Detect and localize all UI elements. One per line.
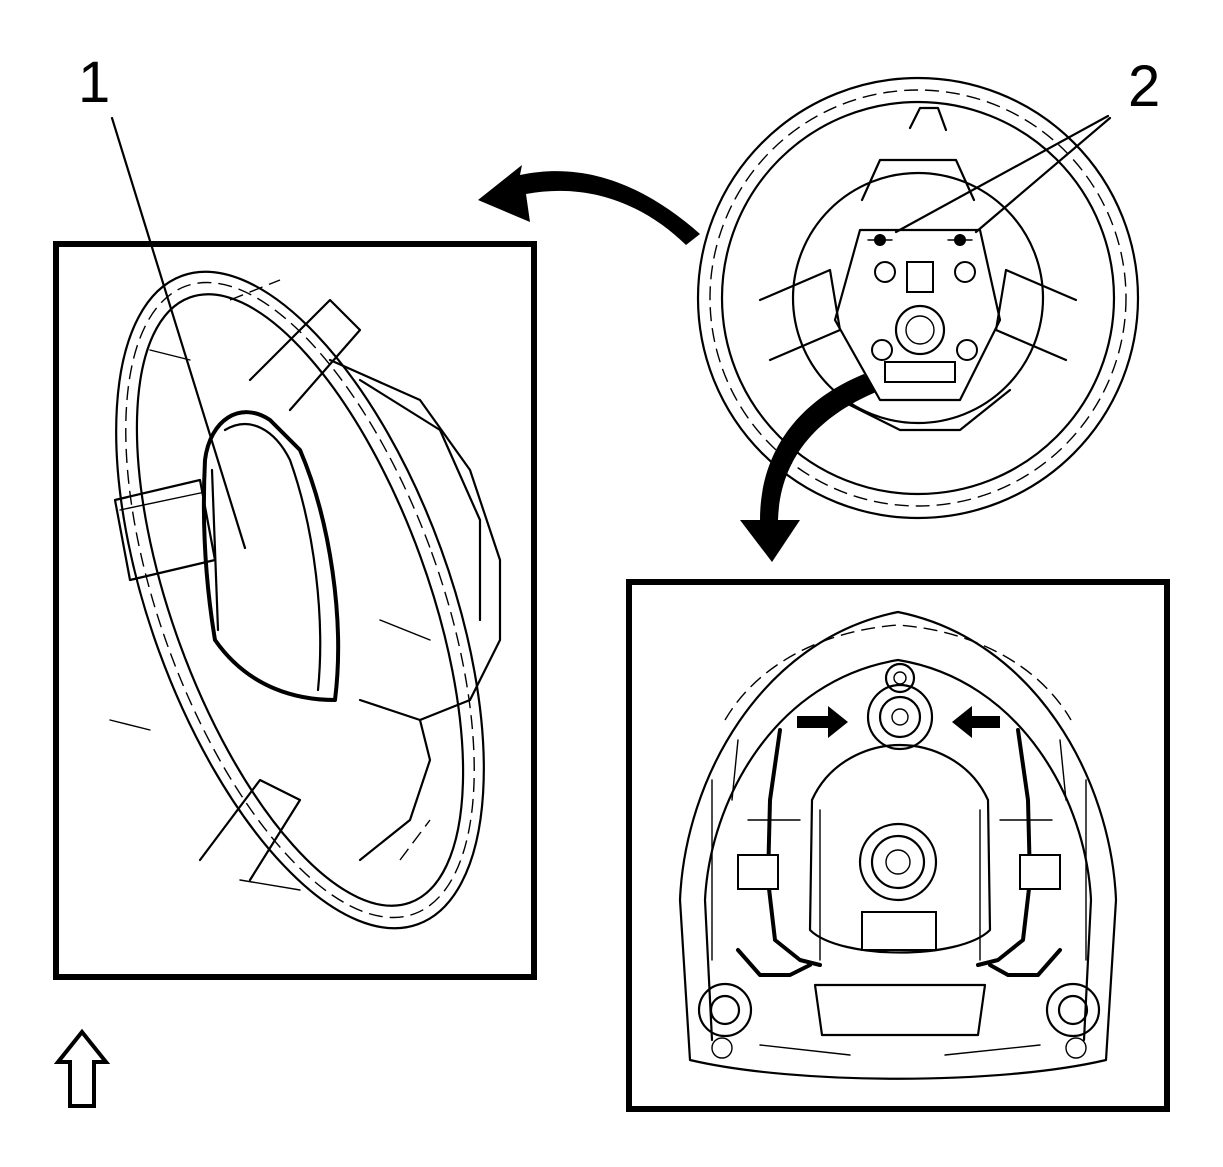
callout-1-leader bbox=[110, 116, 247, 550]
steering-wheel-perspective bbox=[109, 270, 502, 930]
airbag-module-rear-panel bbox=[626, 579, 1170, 1112]
right-panel-frame bbox=[626, 579, 1170, 1112]
left-panel-frame bbox=[53, 241, 537, 980]
steering-wheel-view-panel bbox=[53, 241, 537, 980]
airbag-module-rear bbox=[678, 610, 1118, 1080]
callout-1-label: 1 bbox=[78, 50, 110, 115]
curved-arrow-icon bbox=[478, 165, 876, 562]
push-arrow-icon bbox=[797, 706, 1000, 738]
callout-1: 1 bbox=[78, 50, 247, 550]
callout-2: 2 bbox=[894, 54, 1160, 234]
callout-2-leader-right bbox=[974, 116, 1112, 234]
callout-2-label: 2 bbox=[1128, 54, 1160, 119]
callout-2-leader-left bbox=[894, 114, 1110, 234]
steering-wheel-rear-view bbox=[696, 76, 1140, 520]
up-outline-arrow-icon bbox=[53, 1028, 111, 1108]
